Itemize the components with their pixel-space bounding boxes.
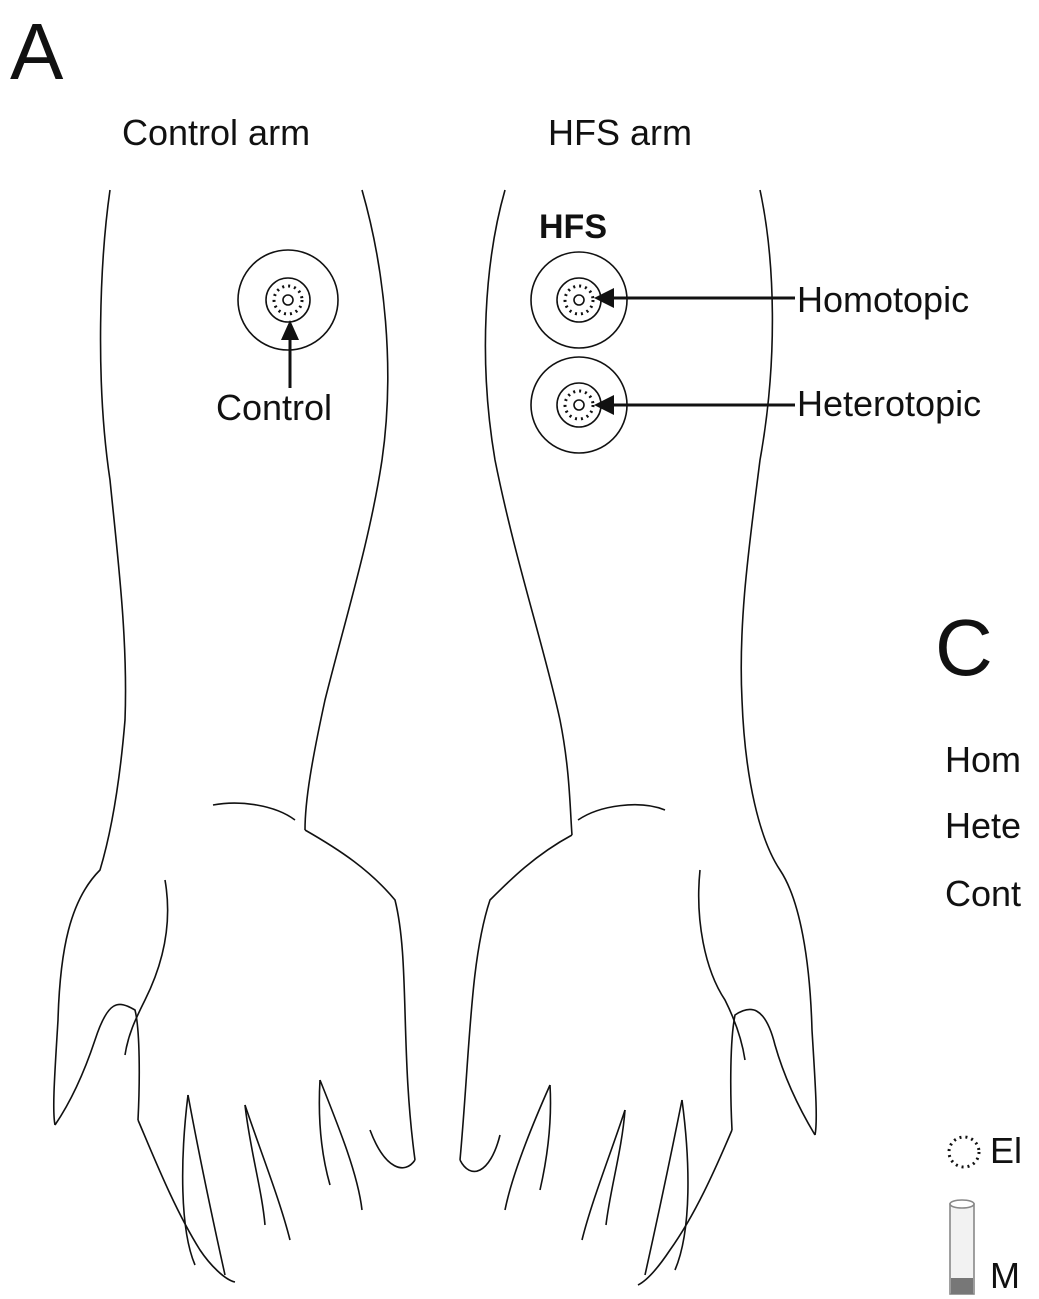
hfs-arm-title: HFS arm: [548, 115, 692, 151]
control-arrow: [281, 320, 299, 388]
panel-c-row-homotopic: Hom: [945, 742, 1021, 778]
hfs-site-label: HFS: [539, 210, 607, 244]
panel-c-row-control: Cont: [945, 876, 1021, 912]
heterotopic-label: Heterotopic: [797, 386, 981, 422]
electrode-icon: [949, 1137, 979, 1167]
heterotopic-arrow: [594, 395, 795, 415]
homotopic-arrow: [594, 288, 795, 308]
control-arm-outline: [54, 190, 415, 1282]
tube-icon: [950, 1200, 974, 1294]
legend-electrode-label: El: [990, 1133, 1022, 1169]
hfs-arm-outline: [460, 190, 816, 1285]
panel-label-c: C: [935, 608, 993, 688]
control-arm-title: Control arm: [122, 115, 310, 151]
homotopic-label: Homotopic: [797, 282, 969, 318]
panel-c-row-heterotopic: Hete: [945, 808, 1021, 844]
legend-tube-label: M: [990, 1258, 1020, 1294]
panel-label-a: A: [10, 12, 63, 92]
control-site-label: Control: [216, 390, 332, 426]
